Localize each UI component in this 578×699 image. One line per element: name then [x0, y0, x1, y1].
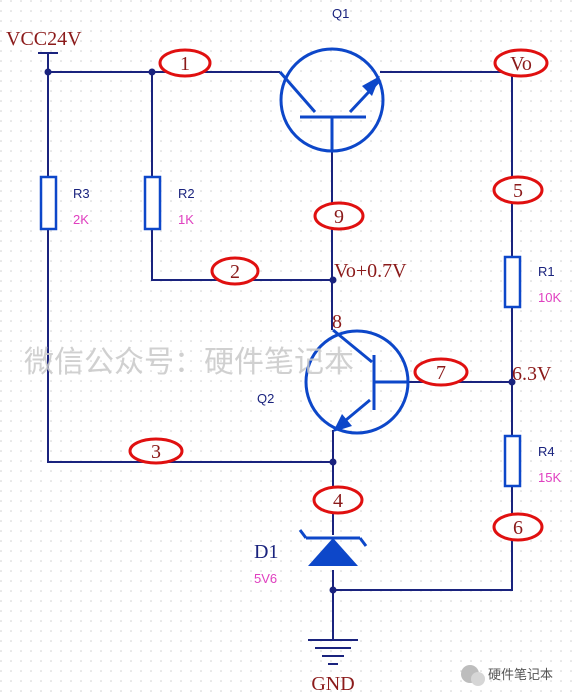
d1-name: D1 [254, 541, 278, 563]
resistor-r1 [503, 255, 522, 309]
marker-1: 1 [180, 53, 190, 75]
r1-name: R1 [538, 264, 555, 279]
resistor-r3 [39, 175, 58, 231]
d1-value: 5V6 [254, 571, 277, 586]
q2-label: Q2 [257, 391, 274, 406]
vcc-label: VCC24V [6, 28, 82, 50]
r3-name: R3 [73, 186, 90, 201]
marker-6: 6 [513, 517, 523, 539]
vo-plus-label: Vo+0.7V [334, 260, 407, 282]
marker-ellipse [492, 512, 544, 542]
marker-3: 3 [151, 441, 161, 463]
transistor-q2 [304, 328, 410, 435]
junction-dots [44, 68, 516, 594]
watermark-center: 微信公众号：硬件笔记本 [24, 346, 354, 379]
marker-ellipse [413, 357, 469, 387]
marker-5: 5 [513, 180, 523, 202]
marker-ellipse [210, 256, 260, 286]
r2-value: 1K [178, 212, 194, 227]
marker-8: 8 [332, 311, 342, 333]
marker-ellipse [128, 437, 184, 465]
r1-value: 10K [538, 290, 561, 305]
marker-ellipse [312, 485, 364, 515]
tap-voltage-label: 6.3V [512, 363, 552, 385]
resistor-r2 [143, 175, 162, 231]
marker-ellipse [313, 201, 365, 231]
wechat-icon [461, 665, 485, 686]
marker-2: 2 [230, 261, 240, 283]
ground-icon [308, 639, 358, 665]
zener-diode-d1 [298, 529, 368, 566]
marker-7: 7 [436, 362, 446, 384]
r4-value: 15K [538, 470, 561, 485]
marker-ellipse [158, 48, 212, 78]
watermark-corner: 硬件笔记本 [488, 667, 553, 682]
marker-9: 9 [334, 206, 344, 228]
q1-label: Q1 [332, 6, 349, 21]
marker-ellipse [492, 175, 544, 205]
node-markers [128, 48, 549, 542]
marker-ellipse [493, 48, 549, 78]
transistor-q1 [278, 47, 385, 153]
resistor-r4 [503, 434, 522, 488]
r4-name: R4 [538, 444, 555, 459]
vo-label: Vo [510, 53, 532, 75]
r3-value: 2K [73, 212, 89, 227]
marker-4: 4 [333, 490, 343, 512]
gnd-label: GND [311, 673, 354, 695]
r2-name: R2 [178, 186, 195, 201]
